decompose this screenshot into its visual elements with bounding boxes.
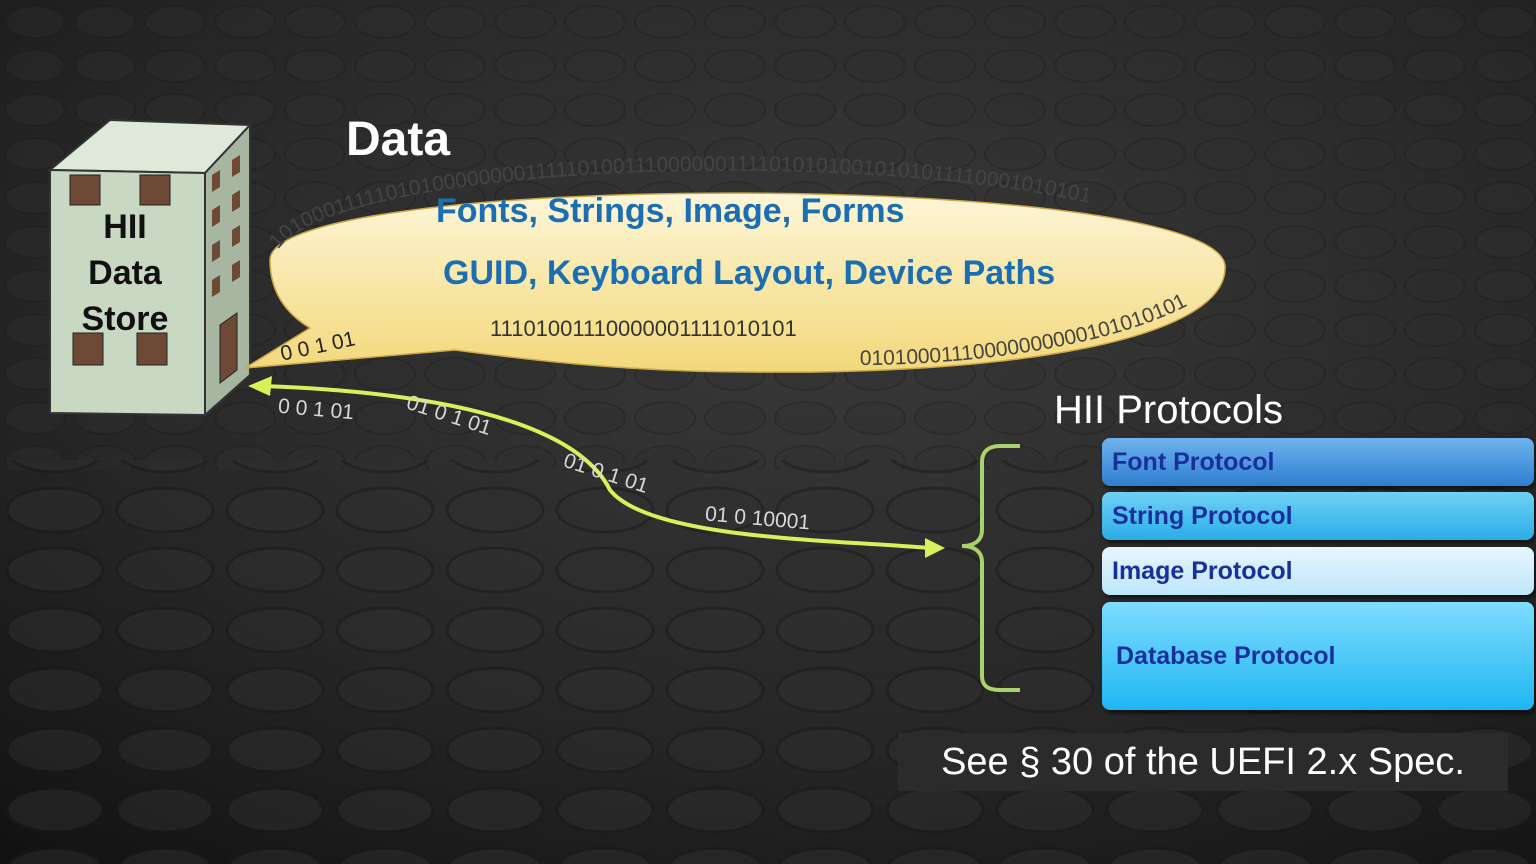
arrowhead-left [248,376,272,396]
image-protocol-label: Image Protocol [1112,556,1293,585]
data-store-building-icon [47,118,253,418]
database-protocol-label: Database Protocol [1116,641,1336,670]
string-protocol-label: String Protocol [1112,501,1293,530]
string-protocol-box: String Protocol [1102,492,1534,540]
database-protocol-box: Database Protocol [1102,602,1534,710]
building-label: HII Data Store [60,204,190,342]
spec-reference-text: See § 30 of the UEFI 2.x Spec. [941,740,1465,783]
image-protocol-box: Image Protocol [1102,547,1534,595]
data-speech-bubble: 1010001111101010000000011111010011100000… [244,153,1226,373]
building-label-line-2: Data [88,254,162,292]
bubble-binary-middle: 11101001110000001111010101 [490,316,797,341]
font-protocol-label: Font Protocol [1112,447,1275,476]
building-label-line-3: Store [81,300,169,338]
data-title: Data [346,113,451,166]
spec-reference-note: See § 30 of the UEFI 2.x Spec. [898,733,1508,791]
font-protocol-box: Font Protocol [1102,438,1534,486]
bubble-line-2: GUID, Keyboard Layout, Device Paths [443,254,1056,292]
protocols-heading: HII Protocols [1054,388,1283,432]
bubble-line-1: Fonts, Strings, Image, Forms [436,192,905,230]
arrowhead-right [925,538,945,558]
building-label-line-1: HII [103,208,147,246]
